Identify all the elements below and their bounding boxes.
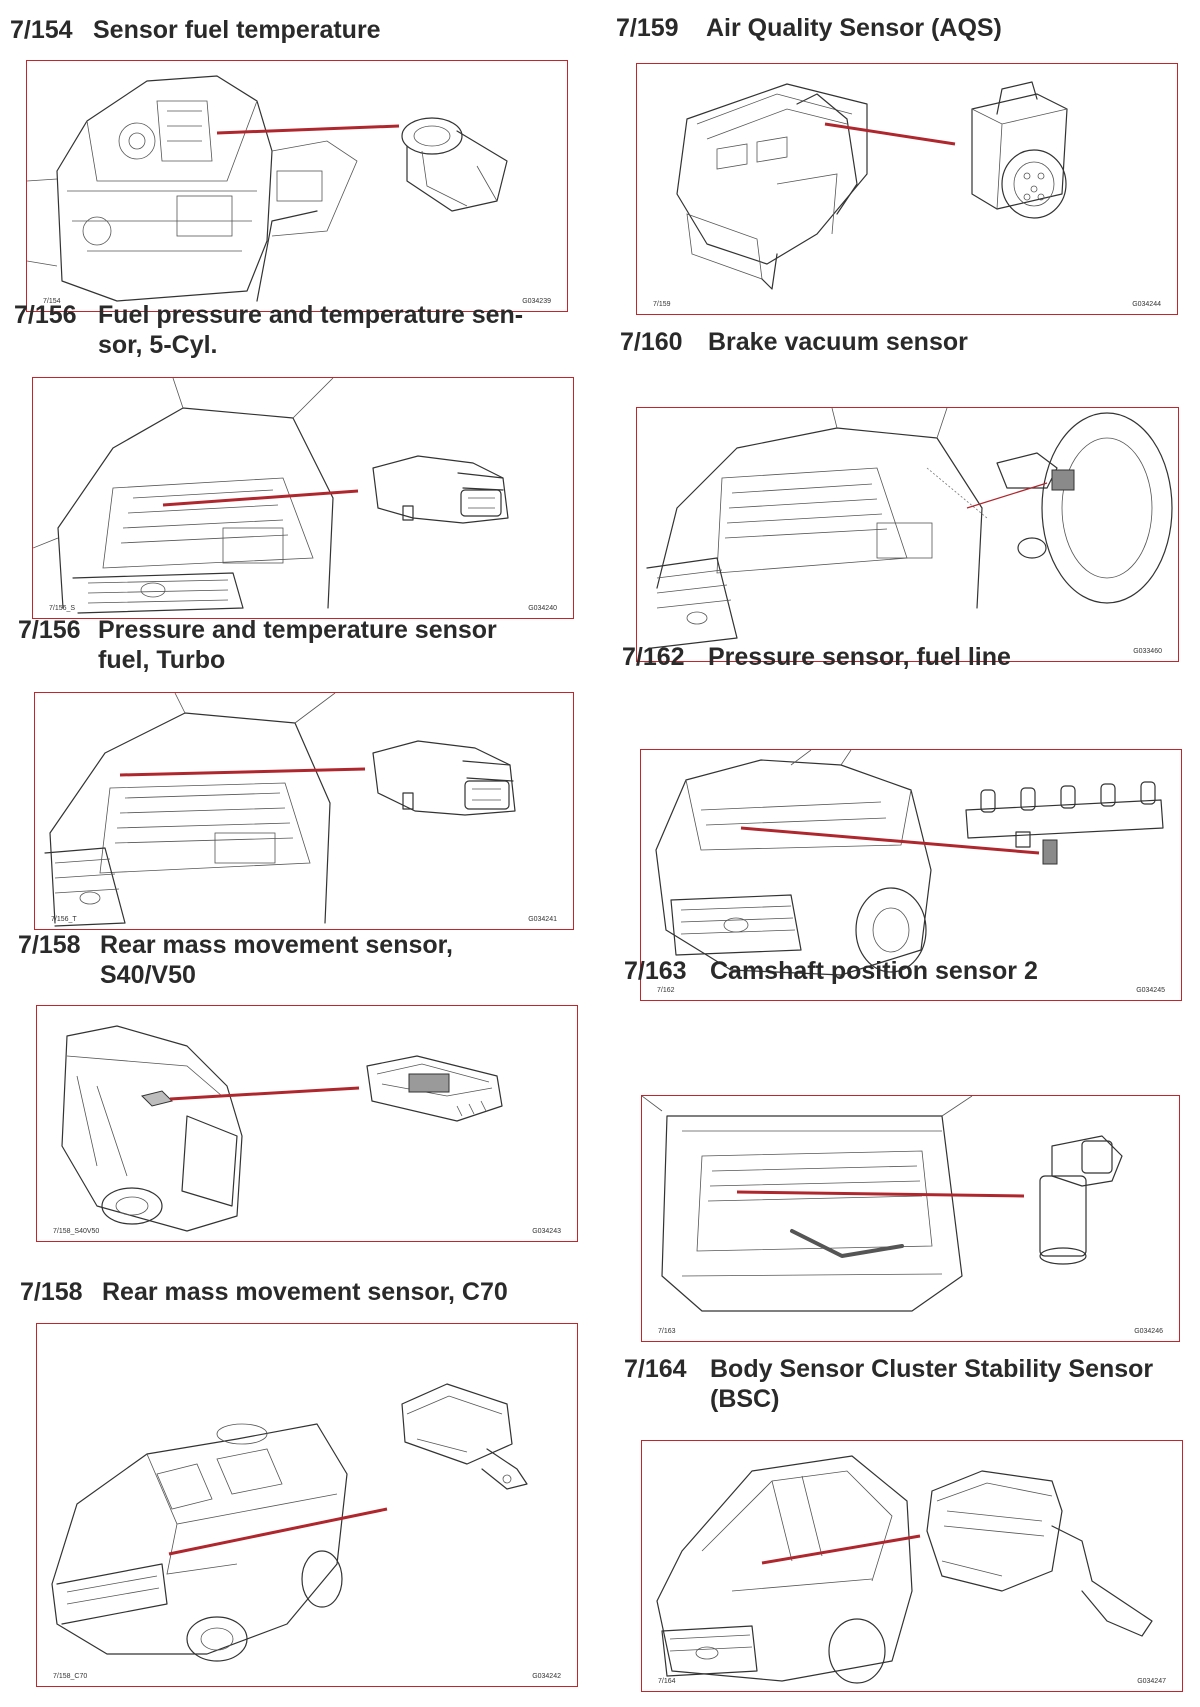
engine-bay-with-cam-sensor-drawing	[642, 1096, 1123, 1312]
illustration-frame: 7/158_S40V50 G034243	[36, 1005, 578, 1242]
figure-id: 7/164	[658, 1678, 676, 1685]
illustration-frame: 7/162 G034245	[640, 749, 1182, 1001]
illustration-frame: 7/156_S G034240	[32, 377, 574, 619]
section-title: Rear mass movement sensor, C70	[102, 1278, 508, 1306]
figure-id: 7/163	[658, 1328, 676, 1335]
engine-bay-with-connector-sensor-drawing	[33, 378, 509, 614]
figure-id: 7/156_S	[49, 605, 76, 612]
hvac-unit-with-sensor-drawing	[676, 81, 1068, 290]
figure-code: G034247	[1137, 1678, 1166, 1685]
illustration-frame: 7/154 G034239	[26, 60, 568, 312]
section-title: Sensor fuel temperature	[93, 16, 381, 44]
illustration-frame: G033460	[636, 407, 1179, 662]
engine-with-sensor-drawing	[27, 75, 508, 302]
figure-code: G034241	[528, 916, 557, 923]
figure-code: G034244	[1132, 301, 1161, 308]
engine-bay-with-brake-booster-drawing	[646, 408, 1173, 649]
illustration-frame: 7/164 G034247	[641, 1440, 1183, 1692]
section-title-line-2: fuel, Turbo	[98, 646, 226, 674]
figure-code: G034242	[532, 1673, 561, 1680]
engine-bay-with-connector-sensor-drawing	[44, 693, 516, 927]
figure-id: 7/156_T	[51, 916, 77, 923]
section-title: Camshaft position sensor 2	[710, 957, 1038, 985]
section-number: 7/156	[14, 301, 77, 329]
figure-code: G034239	[522, 298, 551, 305]
section-title: Air Quality Sensor (AQS)	[706, 14, 1002, 42]
section-title-line-2: S40/V50	[100, 961, 196, 989]
car-front-with-fuel-rail-drawing	[655, 750, 1164, 976]
section-title-line-2: (BSC)	[710, 1385, 780, 1413]
section-title: Body Sensor Cluster Stability Sensor	[710, 1355, 1154, 1383]
illustration-frame: 7/159 G034244	[636, 63, 1178, 315]
section-title: Fuel pressure and temperature sen-	[98, 301, 524, 329]
illustration-frame: 7/156_T G034241	[34, 692, 574, 930]
section-number: 7/158	[18, 931, 81, 959]
section-title-line-2: sor, 5-Cyl.	[98, 331, 218, 359]
section-number: 7/159	[616, 14, 679, 42]
section-number: 7/154	[10, 16, 73, 44]
figure-id: 7/162	[657, 987, 675, 994]
section-title: Pressure and temperature sensor	[98, 616, 497, 644]
section-number: 7/156	[18, 616, 81, 644]
figure-id: 7/159	[653, 301, 671, 308]
figure-id: 7/154	[43, 298, 61, 305]
section-number: 7/160	[620, 328, 683, 356]
figure-code: G034245	[1136, 987, 1165, 994]
convertible-with-module-drawing	[51, 1383, 528, 1662]
section-number: 7/162	[622, 643, 685, 671]
section-title: Pressure sensor, fuel line	[708, 643, 1011, 671]
section-number: 7/164	[624, 1355, 687, 1383]
figure-id: 7/158_C70	[53, 1673, 88, 1680]
figure-id: 7/158_S40V50	[53, 1228, 100, 1235]
section-number: 7/163	[624, 957, 687, 985]
section-title: Brake vacuum sensor	[708, 328, 968, 356]
figure-code: G034240	[528, 605, 557, 612]
section-title: Rear mass movement sensor,	[100, 931, 453, 959]
section-number: 7/158	[20, 1278, 83, 1306]
car-with-stability-module-drawing	[656, 1455, 1153, 1684]
illustration-frame: 7/163 G034246	[641, 1095, 1180, 1342]
figure-code: G034246	[1134, 1328, 1163, 1335]
illustration-frame: 7/158_C70 G034242	[36, 1323, 578, 1687]
wagon-rear-with-module-drawing	[61, 1025, 503, 1232]
figure-code: G033460	[1133, 648, 1162, 655]
figure-code: G034243	[532, 1228, 561, 1235]
